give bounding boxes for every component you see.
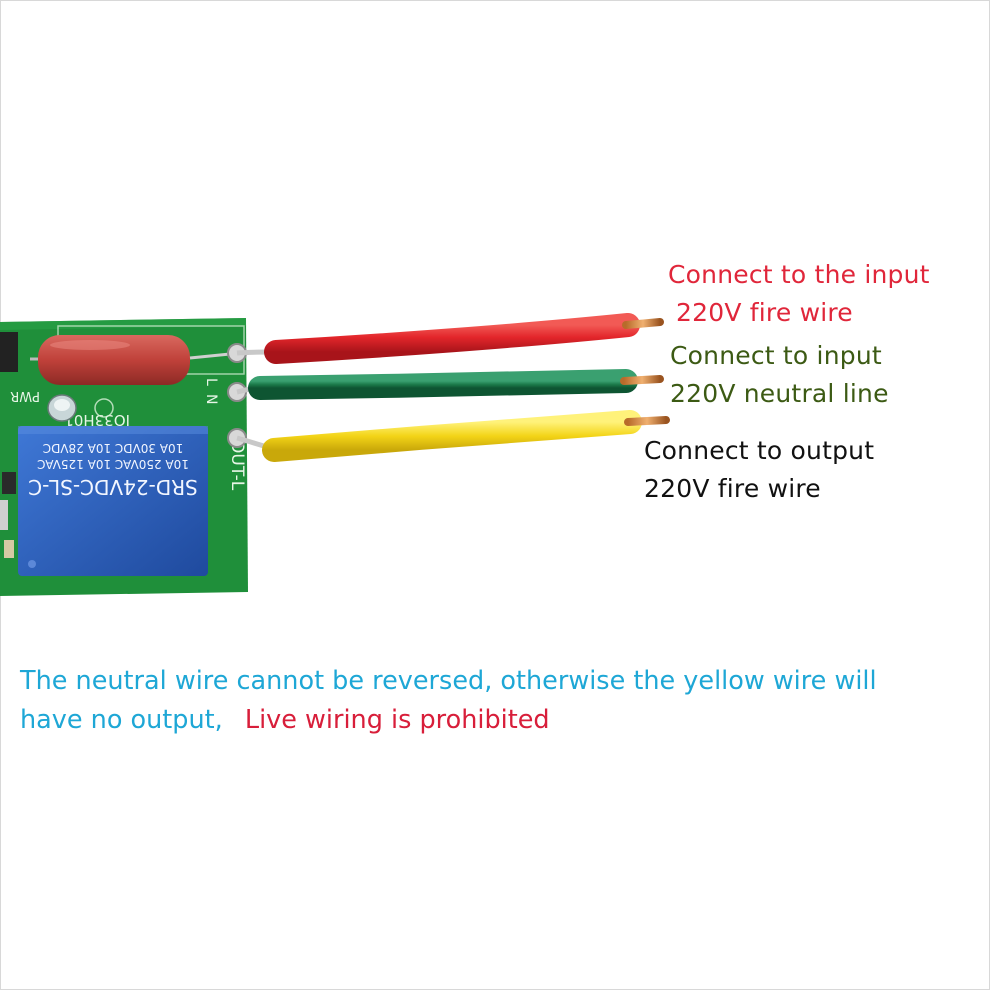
note-line1: The neutral wire cannot be reversed, oth…	[20, 666, 877, 696]
black-callout-line2: 220V fire wire	[644, 474, 821, 503]
green-wire	[236, 369, 664, 400]
note-line2: have no output,	[20, 705, 223, 735]
yellow-wire	[236, 410, 670, 462]
black-callout-line1: Connect to output	[644, 436, 875, 465]
red-callout-line2: 220V fire wire	[676, 298, 853, 327]
relay: SRD-24VDC-SL-C 10A 250VAC 10A 125VAC 10A…	[18, 426, 208, 576]
pwr-label: PWR	[10, 388, 40, 403]
green-callout-line2: 220V neutral line	[670, 379, 889, 408]
pcb-code-label: IO33H01	[64, 411, 130, 429]
terminal-l-label: L	[203, 378, 219, 386]
capacitor	[30, 335, 231, 385]
relay-rating-1: 10A 250VAC 10A 125VAC	[37, 457, 189, 471]
yellow-wire-callout: Connect to output 220V fire wire	[644, 432, 874, 508]
red-wire	[236, 313, 664, 364]
terminal-n-label: N	[203, 394, 219, 404]
terminal-out-label: OUT-L	[227, 440, 247, 491]
green-callout-line1: Connect to input	[670, 341, 882, 370]
red-callout-line1: Connect to the input	[668, 260, 930, 289]
wiring-note: The neutral wire cannot be reversed, oth…	[20, 662, 970, 740]
solder-terminals	[227, 343, 247, 448]
relay-rating-2: 10A 30VDC 10A 28VDC	[43, 441, 184, 455]
relay-model-text: SRD-24VDC-SL-C	[28, 475, 198, 499]
green-wire-callout: Connect to input 220V neutral line	[670, 337, 889, 413]
red-wire-callout: Connect to the input 220V fire wire	[668, 256, 930, 332]
note-warning: Live wiring is prohibited	[244, 705, 550, 735]
note-line2-wrap: have no output, Live wiring is prohibite…	[20, 701, 970, 740]
